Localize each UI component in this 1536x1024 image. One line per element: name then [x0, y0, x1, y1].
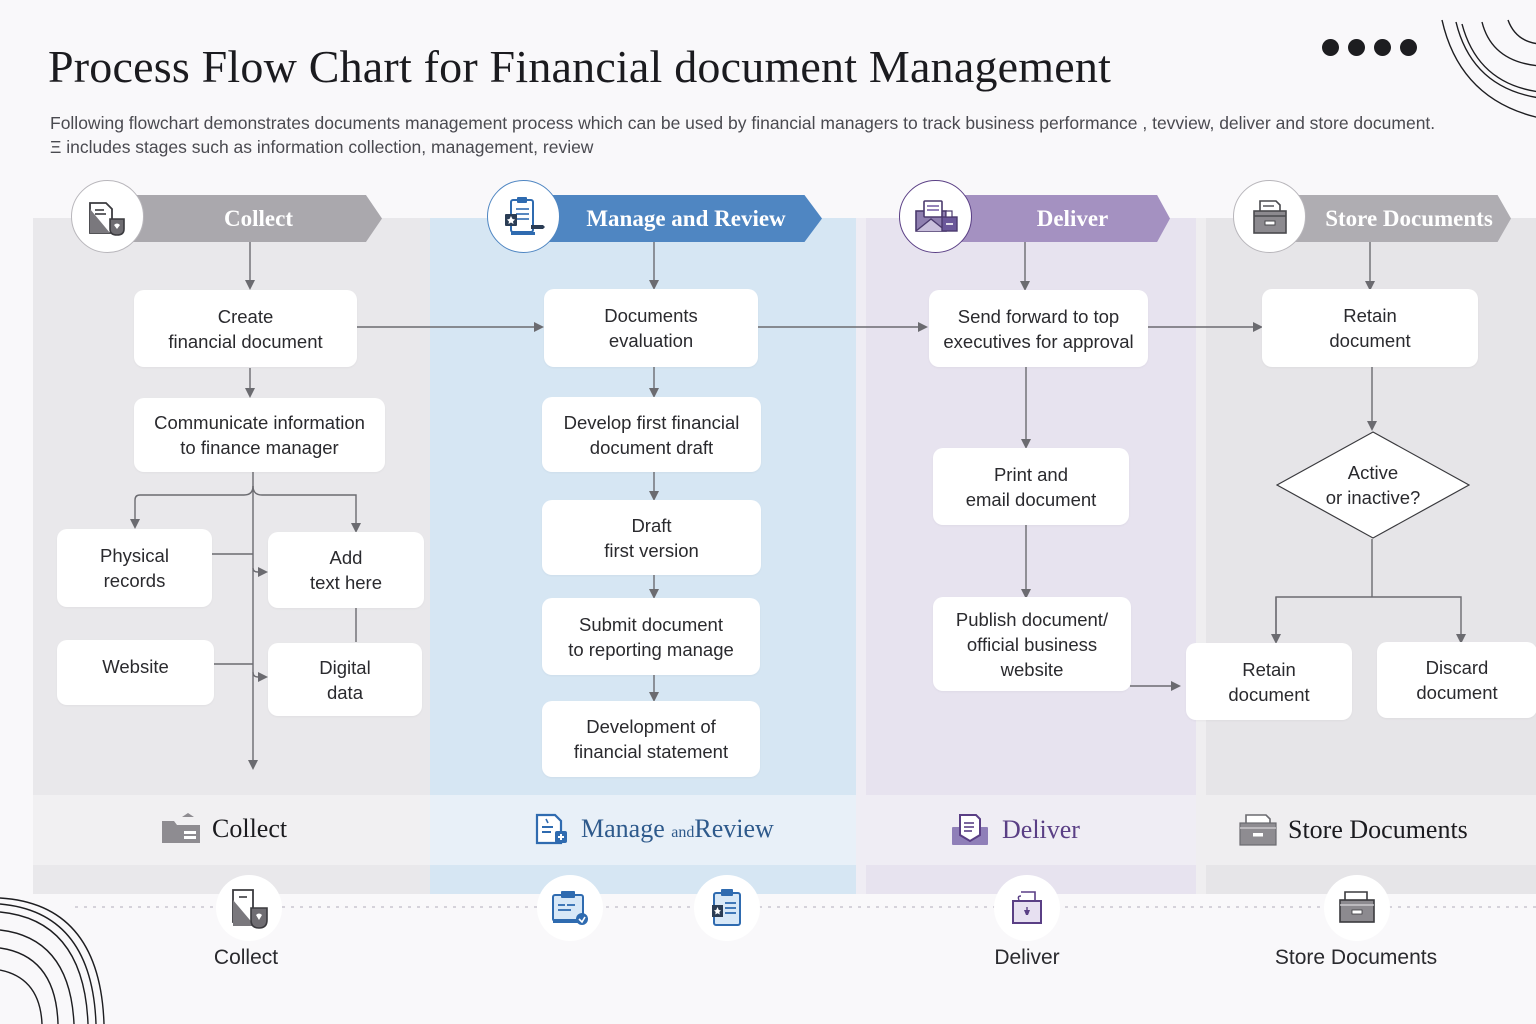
folder-tray-icon — [162, 813, 200, 843]
node-draft-first-version[interactable]: Draft first version — [542, 500, 761, 575]
node-add-text-here[interactable]: Add text here — [268, 532, 424, 608]
node-develop-first-draft[interactable]: Develop first financial document draft — [542, 397, 761, 472]
decision-active-inactive[interactable]: Active or inactive? — [1275, 431, 1471, 539]
node-documents-evaluation[interactable]: Documents evaluation — [544, 289, 758, 367]
clipboard-star-icon — [712, 889, 741, 926]
mail-document-icon — [952, 814, 988, 845]
timeline-label-deliver: Deliver — [994, 946, 1060, 969]
stage-icon-manage-review — [487, 180, 560, 253]
timeline-node-manage-1[interactable] — [537, 875, 603, 941]
footer-label-manage-review: Manage andReview — [533, 813, 774, 845]
node-digital-data[interactable]: Digital data — [268, 643, 422, 716]
node-retain-document-bottom[interactable]: Retain document — [1186, 643, 1352, 720]
stage-icon-deliver — [899, 180, 972, 253]
node-send-forward-approval[interactable]: Send forward to top executives for appro… — [929, 290, 1148, 367]
node-retain-document-top[interactable]: Retain document — [1262, 289, 1478, 367]
page-title: Process Flow Chart for Financial documen… — [48, 41, 1112, 92]
timeline-label-collect: Collect — [213, 946, 279, 969]
clipboard-document-icon — [504, 196, 545, 235]
page-subtitle: Following flowchart demonstrates documen… — [50, 113, 1436, 157]
footer-label-collect: Collect — [160, 813, 287, 845]
footer-label-deliver: Deliver — [950, 813, 1080, 847]
decorative-arcs-top-right — [1441, 19, 1536, 118]
file-cabinet-icon — [1239, 814, 1277, 846]
footer-band-collect — [33, 795, 430, 865]
footer-label-store: Store Documents — [1238, 813, 1468, 847]
mail-document-icon — [914, 199, 958, 232]
briefcase-document-icon — [1012, 891, 1042, 924]
timeline-node-deliver[interactable] — [994, 875, 1060, 941]
footer-band-manage — [430, 795, 856, 865]
node-website[interactable]: Website — [57, 640, 214, 705]
footer-band-deliver — [866, 795, 1196, 865]
decision-diamond-shape — [1275, 431, 1471, 539]
timeline-node-manage-2[interactable] — [694, 875, 760, 941]
clipboard-badge-icon — [552, 891, 588, 925]
node-discard-document[interactable]: Discard document — [1377, 642, 1536, 718]
node-create-financial-document[interactable]: Create financial document — [134, 290, 357, 367]
file-cabinet-icon — [1339, 891, 1375, 923]
node-publish-document[interactable]: Publish document/ official business webs… — [933, 597, 1131, 691]
lane-divider — [1196, 218, 1206, 894]
node-physical-records[interactable]: Physical records — [57, 529, 212, 607]
timeline-node-store[interactable] — [1324, 875, 1390, 941]
stage-icon-store — [1233, 180, 1306, 253]
document-shield-icon — [88, 201, 125, 236]
stage-header-collect: Collect — [115, 195, 382, 242]
document-shield-icon — [232, 889, 268, 929]
node-communicate-information[interactable]: Communicate information to finance manag… — [134, 398, 385, 472]
decorative-arcs-bottom-left — [0, 897, 105, 1024]
lane-divider — [856, 218, 866, 894]
file-cabinet-icon — [1252, 199, 1287, 234]
node-print-email-document[interactable]: Print and email document — [933, 448, 1129, 525]
stage-header-manage-review: Manage and Review — [530, 195, 822, 242]
node-development-financial-statement[interactable]: Development of financial statement — [542, 701, 760, 777]
decorative-dots — [1322, 39, 1417, 56]
document-add-icon — [535, 813, 567, 845]
node-submit-document[interactable]: Submit document to reporting manage — [542, 598, 760, 675]
stage-header-store: Store Documents — [1287, 195, 1511, 242]
stage-header-deliver: Deliver — [955, 195, 1170, 242]
timeline-label-store: Store Documents — [1274, 946, 1438, 969]
timeline-node-collect[interactable] — [216, 875, 282, 941]
stage-icon-collect — [71, 180, 144, 253]
